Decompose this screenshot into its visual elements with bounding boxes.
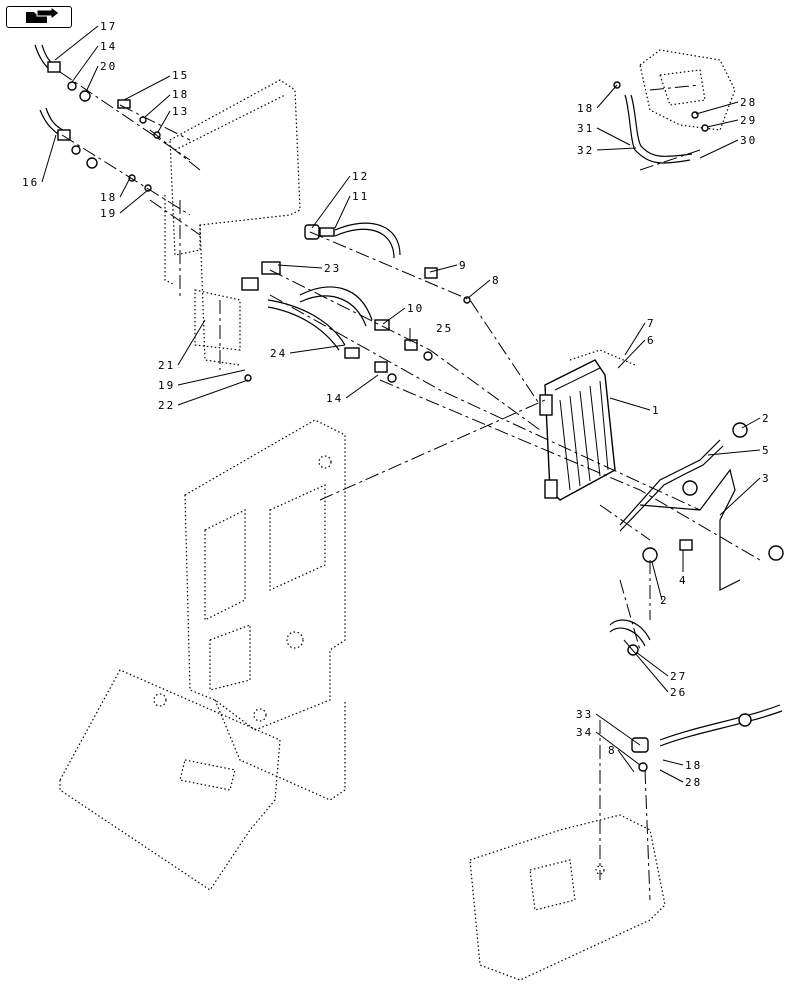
callout-22: 22 [158,399,175,412]
assembly-lines [59,71,761,901]
callout-21: 21 [158,359,175,372]
callout-8: 8 [608,744,617,757]
callout-31: 31 [577,122,594,135]
pump-assembly [639,49,736,131]
callout-29: 29 [740,114,757,127]
callout-19: 19 [100,207,117,220]
callout-7: 7 [647,317,656,330]
callout-18: 18 [685,759,702,772]
callout-10: 10 [407,302,424,315]
callout-14: 14 [326,392,343,405]
callout-16: 16 [22,176,39,189]
callout-6: 6 [647,334,656,347]
callout-17: 17 [100,20,117,33]
callout-13: 13 [172,105,189,118]
callout-8: 8 [492,274,501,287]
callout-28: 28 [685,776,702,789]
callout-19: 19 [158,379,175,392]
callout-leaders [41,25,761,783]
callout-18: 18 [100,191,117,204]
callout-3: 3 [762,472,771,485]
callout-labels: 17 14 20 15 18 13 16 18 19 12 11 23 9 8 … [22,20,771,789]
cooler-tubes [609,422,784,656]
nav-back-button[interactable] [6,6,72,28]
oil-cooler [539,349,636,501]
callout-2: 2 [762,412,771,425]
pump-hose [613,81,709,164]
left-fittings [34,44,471,383]
drain-hose [631,704,783,772]
callout-33: 33 [576,708,593,721]
callout-18: 18 [172,88,189,101]
callout-12: 12 [352,170,369,183]
callout-9: 9 [459,259,468,272]
folder-arrow-icon [26,6,60,23]
callout-14: 14 [100,40,117,53]
callout-4: 4 [679,574,688,587]
callout-15: 15 [172,69,189,82]
callout-24: 24 [270,347,287,360]
lower-mount-plate [59,669,281,891]
upper-mounting-bracket [164,79,301,366]
callout-18: 18 [577,102,594,115]
callout-25: 25 [436,322,453,335]
callout-32: 32 [577,144,594,157]
center-hoses [241,222,401,359]
callout-1: 1 [652,404,661,417]
callout-2: 2 [660,594,669,607]
callout-30: 30 [740,134,757,147]
callout-34: 34 [576,726,593,739]
callout-23: 23 [324,262,341,275]
callout-5: 5 [762,444,771,457]
callout-27: 27 [670,670,687,683]
callout-26: 26 [670,686,687,699]
floor-panel [469,814,666,981]
callout-20: 20 [100,60,117,73]
callout-11: 11 [352,190,369,203]
main-frame-panel [184,419,346,801]
callout-28: 28 [740,96,757,109]
